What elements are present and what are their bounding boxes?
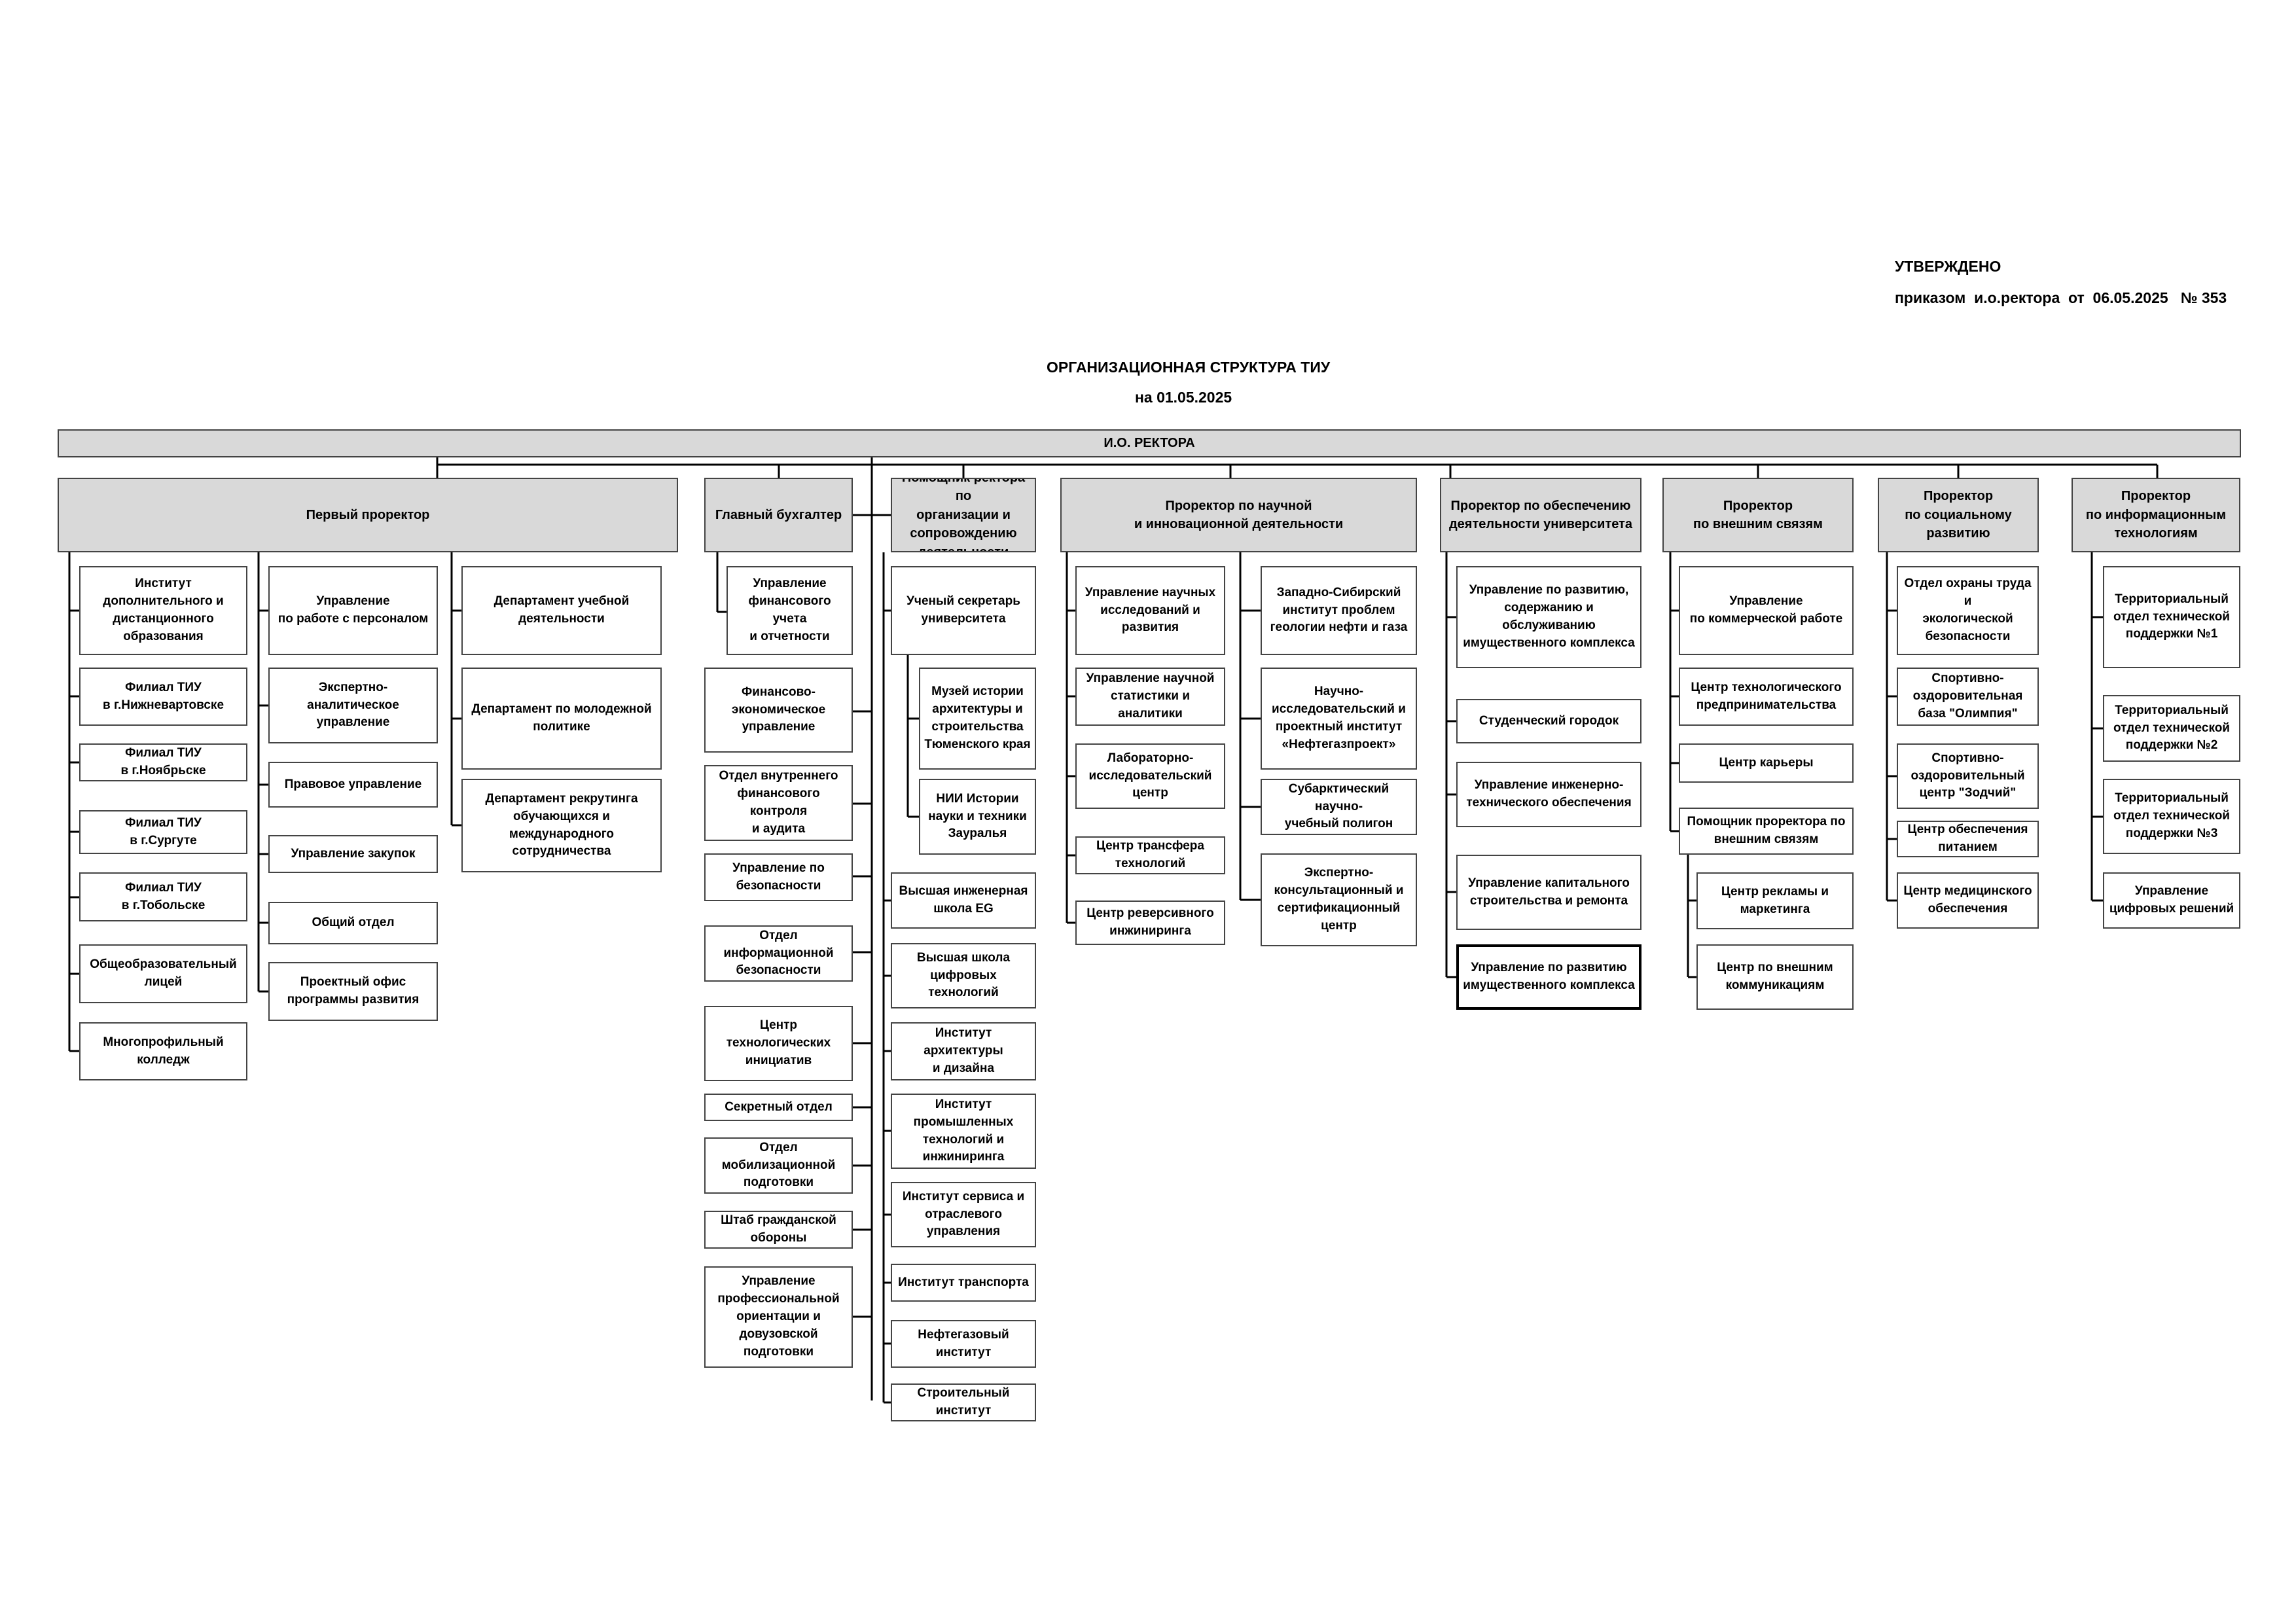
unit-box: Правовое управление xyxy=(268,762,438,808)
unit-box: Управление финансового учета и отчетност… xyxy=(726,566,853,655)
unit-box: Управление закупок xyxy=(268,835,438,873)
unit-box: Управление по работе с персоналом xyxy=(268,566,438,655)
social-prorector-box: Проректор по социальному развитию xyxy=(1878,478,2039,552)
unit-box: Управление по коммерческой работе xyxy=(1679,566,1854,655)
unit-box: Ученый секретарь университета xyxy=(891,566,1036,655)
unit-box: Территориальный отдел технической поддер… xyxy=(2103,779,2240,854)
unit-box: Проектный офис программы развития xyxy=(268,962,438,1021)
unit-box: Научно- исследовательский и проектный ин… xyxy=(1261,668,1417,770)
science-prorector-box: Проректор по научной и инновационной дея… xyxy=(1060,478,1417,552)
unit-box: Центр по внешним коммуникациям xyxy=(1696,944,1854,1010)
unit-box: Управление капитального строительства и … xyxy=(1456,855,1641,930)
support-prorector-box: Проректор по обеспечению деятельности ун… xyxy=(1440,478,1641,552)
external-prorector-box: Проректор по внешним связям xyxy=(1662,478,1854,552)
unit-box: Филиал ТИУ в г.Тобольске xyxy=(79,872,247,921)
unit-box: Высшая инженерная школа EG xyxy=(891,872,1036,929)
unit-box: Штаб гражданской обороны xyxy=(704,1211,853,1249)
unit-box: Общеобразовательный лицей xyxy=(79,944,247,1003)
unit-box: Территориальный отдел технической поддер… xyxy=(2103,695,2240,762)
unit-box: Нефтегазовый институт xyxy=(891,1320,1036,1368)
unit-box: Филиал ТИУ в г.Нижневартовске xyxy=(79,668,247,726)
first-prorector-box: Первый проректор xyxy=(58,478,678,552)
unit-box: Отдел внутреннего финансового контроля и… xyxy=(704,765,853,841)
unit-box: Управление по развитию имущественного ко… xyxy=(1456,944,1641,1010)
unit-box: Финансово- экономическое управление xyxy=(704,668,853,753)
unit-box: Субарктический научно- учебный полигон xyxy=(1261,779,1417,835)
unit-box: Экспертно-аналитическое управление xyxy=(268,668,438,743)
unit-box: Управление цифровых решений xyxy=(2103,872,2240,929)
unit-box: Филиал ТИУ в г.Сургуте xyxy=(79,810,247,854)
approval-order: приказом и.о.ректора от 06.05.2025 № 353 xyxy=(1895,289,2227,306)
unit-box: Институт сервиса и отраслевого управлени… xyxy=(891,1182,1036,1247)
unit-box: Центр технологического предпринимательст… xyxy=(1679,668,1854,726)
unit-box: Западно-Сибирский институт проблем геоло… xyxy=(1261,566,1417,655)
unit-box: Студенческий городок xyxy=(1456,699,1641,743)
unit-box: Управление инженерно- технического обесп… xyxy=(1456,762,1641,827)
unit-box: Департамент по молодежной политике xyxy=(461,668,662,770)
unit-box: Секретный отдел xyxy=(704,1094,853,1121)
unit-box: Филиал ТИУ в г.Ноябрьске xyxy=(79,743,247,781)
unit-box: Территориальный отдел технической поддер… xyxy=(2103,566,2240,668)
unit-box: Управление профессиональной ориентации и… xyxy=(704,1266,853,1368)
unit-box: Отдел охраны труда и экологической безоп… xyxy=(1897,566,2039,655)
unit-box: Спортивно- оздоровительный центр "Зодчий… xyxy=(1897,743,2039,809)
unit-box: Центр трансфера технологий xyxy=(1075,836,1225,874)
unit-box: Высшая школа цифровых технологий xyxy=(891,943,1036,1008)
unit-box: Общий отдел xyxy=(268,902,438,944)
unit-box: Управление научной статистики и аналитик… xyxy=(1075,668,1225,726)
unit-box: Департамент учебной деятельности xyxy=(461,566,662,655)
unit-box: Экспертно- консультационный и сертификац… xyxy=(1261,853,1417,946)
unit-box: Лабораторно- исследовательский центр xyxy=(1075,743,1225,809)
unit-box: Департамент рекрутинга обучающихся и меж… xyxy=(461,779,662,872)
unit-box: Управление научных исследований и развит… xyxy=(1075,566,1225,655)
unit-box: Институт дополнительного и дистанционног… xyxy=(79,566,247,655)
unit-box: Центр реверсивного инжиниринга xyxy=(1075,901,1225,945)
unit-box: Институт архитектуры и дизайна xyxy=(891,1022,1036,1080)
unit-box: Центр медицинского обеспечения xyxy=(1897,872,2039,929)
unit-box: Институт транспорта xyxy=(891,1264,1036,1302)
unit-box: Центр обеспечения питанием xyxy=(1897,821,2039,857)
unit-box: Центр рекламы и маркетинга xyxy=(1696,872,1854,929)
unit-box: Отдел мобилизационной подготовки xyxy=(704,1137,853,1194)
unit-box: Институт промышленных технологий и инжин… xyxy=(891,1094,1036,1169)
approval-title: УТВЕРЖДЕНО xyxy=(1895,258,2001,275)
unit-box: Отдел информационной безопасности xyxy=(704,925,853,982)
unit-box: Центр технологических инициатив xyxy=(704,1006,853,1081)
unit-box: Строительный институт xyxy=(891,1383,1036,1421)
chart-title: ОРГАНИЗАЦИОННАЯ СТРУКТУРА ТИУ xyxy=(1047,359,1331,376)
it-prorector-box: Проректор по информационным технологиям xyxy=(2072,478,2240,552)
unit-box: Спортивно- оздоровительная база "Олимпия… xyxy=(1897,668,2039,726)
unit-box: Многопрофильный колледж xyxy=(79,1022,247,1080)
unit-box: Музей истории архитектуры и строительств… xyxy=(919,668,1036,770)
unit-box: Помощник проректора по внешним связям xyxy=(1679,808,1854,855)
chief-accountant-box: Главный бухгалтер xyxy=(704,478,853,552)
unit-box: Управление по безопасности xyxy=(704,853,853,901)
rector-box: И.О. РЕКТОРА xyxy=(58,429,2241,457)
chart-date: на 01.05.2025 xyxy=(1135,389,1232,406)
assistant-rector-box: Помощник ректора по организации и сопров… xyxy=(891,478,1036,552)
unit-box: Центр карьеры xyxy=(1679,743,1854,783)
unit-box: Управление по развитию, содержанию и обс… xyxy=(1456,566,1641,668)
unit-box: НИИ Истории науки и техники Зауралья xyxy=(919,779,1036,855)
